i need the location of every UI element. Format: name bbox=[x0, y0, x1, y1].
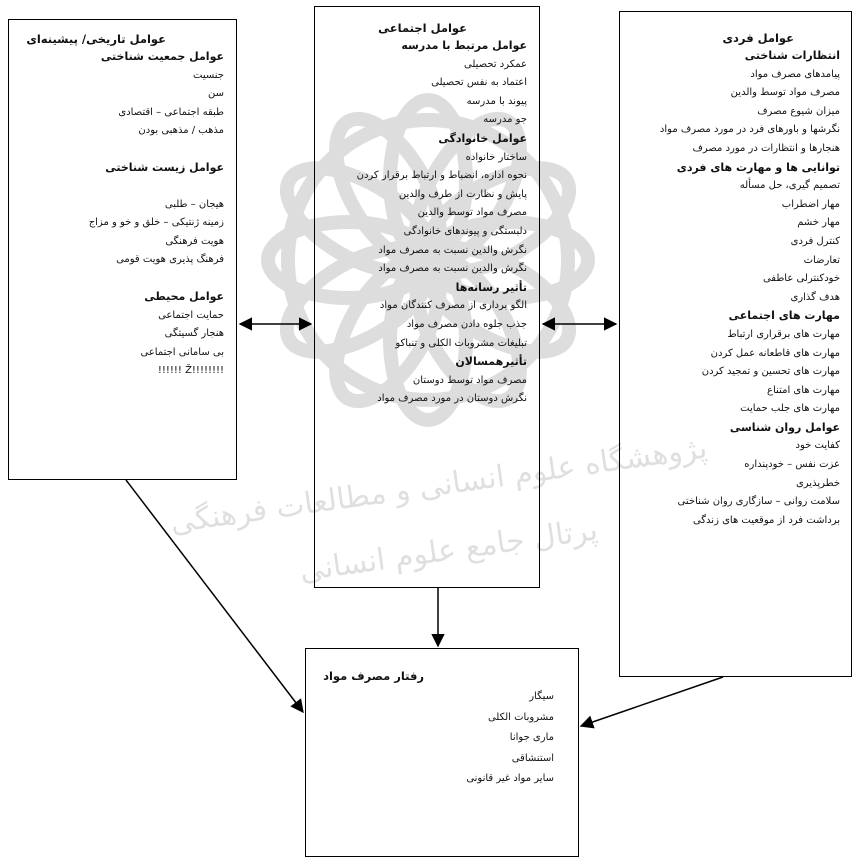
factor-item: خودکنترلی عاطفی bbox=[762, 273, 840, 285]
section-heading: تأثیر رسانه‌ها bbox=[455, 280, 527, 294]
factor-item: سلامت روانی – سازگاری روان شناختی bbox=[677, 496, 840, 508]
substance-use-behavior-title: رفتار مصرف مواد bbox=[323, 669, 424, 683]
factor-item: اعتماد به نفس تحصیلی bbox=[431, 77, 527, 89]
factor-item: مهارت های قاطعانه عمل کردن bbox=[710, 347, 840, 359]
substance-use-behavior-box: رفتار مصرف مواد سیگار مشروبات الکلی ماری… bbox=[305, 648, 579, 857]
factor-item: تبلیغات مشروبات الکلی و تنباکو bbox=[395, 337, 527, 349]
factor-item: نگرشها و باورهای فرد در مورد مصرف مواد bbox=[659, 124, 840, 136]
factor-item: دلبستگی و پیوندهای خانوادگی bbox=[403, 225, 527, 237]
factor-item: هدف گذاری bbox=[790, 291, 840, 303]
factor-item: سن bbox=[208, 88, 224, 100]
substance-item: سیگار bbox=[529, 691, 554, 702]
factor-item: تصمیم گیری، حل مسأله bbox=[739, 180, 840, 192]
individual-factors-box: عوامل فردی انتظارات شناختی پیامدهای مصرف… bbox=[619, 11, 852, 677]
social-factors-box: عوامل اجتماعی عوامل مرتبط با مدرسه عمکرد… bbox=[314, 6, 540, 588]
factor-item: مهارت های برقراری ارتباط bbox=[727, 328, 840, 340]
factor-item: مصرف مواد توسط والدین bbox=[417, 207, 527, 219]
factor-item: تعارضات bbox=[803, 254, 840, 266]
factor-item: مهارت های امتناع bbox=[767, 384, 840, 396]
factor-item: میزان شیوع مصرف bbox=[757, 105, 840, 117]
factor-item: مصرف مواد توسط والدین bbox=[730, 87, 840, 99]
section-heading: تأثیرهمسالان bbox=[455, 355, 527, 369]
factor-item: کنترل فردی bbox=[790, 235, 840, 247]
factor-item: کفایت خود bbox=[795, 440, 840, 452]
section-social-skills: مهارت های اجتماعی مهارت های برقراری ارتب… bbox=[628, 307, 840, 419]
factor-item: نگرش والدین نسبت به مصرف مواد bbox=[378, 244, 527, 256]
factor-item: نگرش دوستان در مورد مصرف مواد bbox=[377, 393, 527, 405]
factor-item: جو مدرسه bbox=[483, 114, 527, 126]
section-media: تأثیر رسانه‌ها الگو برداری از مصرف کنندگ… bbox=[323, 279, 527, 353]
section-biological: عوامل زیست شناختی هیجان – طلبی زمینه ژنت… bbox=[17, 159, 224, 270]
factor-item: !!!!!!!!Ž !!!!!! bbox=[157, 365, 224, 377]
historical-factors-title: عوامل تاریخی/ پیشینه‌ای bbox=[26, 32, 166, 46]
factor-item: هنجار گسیتگی bbox=[164, 328, 224, 340]
section-demographic: عوامل جمعیت شناختی جنسیت سن طبقه اجتماعی… bbox=[17, 48, 224, 141]
factor-item: مهار اضطراب bbox=[781, 198, 840, 210]
factor-item: حمایت اجتماعی bbox=[158, 309, 224, 321]
factor-item: هیجان – طلبی bbox=[164, 198, 224, 210]
factor-item: مهارت های تحسین و تمجید کردن bbox=[701, 366, 840, 378]
section-psychological: عوامل روان شناسی کفایت خود عزت نفس – خود… bbox=[628, 419, 840, 531]
section-peers: تأثیرهمسالان مصرف مواد توسط دوستان نگرش … bbox=[323, 353, 527, 409]
arrow-individual-to-behavior bbox=[579, 676, 724, 729]
section-heading: انتظارات شناختی bbox=[744, 49, 840, 62]
section-heading: عوامل زیست شناختی bbox=[105, 160, 224, 174]
section-heading: عوامل روان شناسی bbox=[729, 420, 840, 434]
social-factors-title: عوامل اجتماعی bbox=[378, 21, 467, 35]
factor-item: الگو برداری از مصرف کنندگان مواد bbox=[379, 300, 527, 312]
arrow-historical-to-behavior bbox=[125, 479, 304, 714]
section-heading: مهارت های اجتماعی bbox=[728, 309, 840, 323]
factor-item: عزت نفس – خودپنداره bbox=[744, 459, 840, 471]
factor-item: هویت فرهنگی bbox=[165, 235, 224, 247]
factor-item: پایش و نظارت از طرف والدین bbox=[398, 188, 527, 200]
section-heading: عوامل خانوادگی bbox=[438, 131, 527, 145]
section-school: عوامل مرتبط با مدرسه عمکرد تحصیلی اعتماد… bbox=[323, 37, 527, 130]
substance-item: سایر مواد غیر قانونی bbox=[466, 773, 554, 785]
factor-item: جذب جلوه دادن مصرف مواد bbox=[406, 318, 527, 330]
section-environmental: عوامل محیطی حمایت اجتماعی هنجار گسیتگی ب… bbox=[17, 288, 224, 381]
factor-item: طبقه اجتماعی – اقتصادی bbox=[118, 106, 224, 118]
factor-item: مهار خشم bbox=[797, 217, 840, 229]
factor-item: مذهب / مذهبی بودن bbox=[138, 125, 224, 137]
section-cognitive-expectations: انتظارات شناختی پیامدهای مصرف مواد مصرف … bbox=[628, 47, 840, 159]
historical-factors-box: عوامل تاریخی/ پیشینه‌ای عوامل جمعیت شناخ… bbox=[8, 19, 237, 480]
factor-item: جنسیت bbox=[193, 69, 224, 81]
substance-item: ماری جوانا bbox=[509, 732, 554, 744]
factor-item: پیامدهای مصرف مواد bbox=[750, 68, 840, 80]
section-family: عوامل خانوادگی ساختار خانواده نحوه اداره… bbox=[323, 130, 527, 279]
factor-item: مصرف مواد توسط دوستان bbox=[412, 374, 527, 386]
section-heading: عوامل محیطی bbox=[144, 289, 224, 303]
factor-item: فرهنگ پذیری هویت قومی bbox=[116, 254, 224, 266]
factor-item: خطرپذیری bbox=[795, 477, 840, 489]
section-personal-skills: توانایی ها و مهارت های فردی تصمیم گیری، … bbox=[628, 159, 840, 308]
individual-factors-title: عوامل فردی bbox=[722, 31, 794, 45]
factor-item: عمکرد تحصیلی bbox=[464, 58, 527, 70]
factor-item: نحوه اداره، انضباط و ارتباط برقرار کردن bbox=[356, 170, 527, 182]
factor-item: هنجارها و انتظارات در مورد مصرف bbox=[692, 142, 840, 154]
factor-item: برداشت فرد از موقعیت های زندگی bbox=[692, 514, 840, 526]
substance-item: استنشاقی bbox=[511, 752, 554, 764]
substance-item: مشروبات الکلی bbox=[487, 711, 554, 723]
factor-item: پیوند با مدرسه bbox=[466, 95, 527, 107]
factor-item: ساختار خانواده bbox=[465, 151, 527, 163]
factor-item: نگرش والدین نسبت به مصرف مواد bbox=[378, 263, 527, 275]
factor-item: بی سامانی اجتماعی bbox=[140, 346, 224, 358]
section-heading: عوامل مرتبط با مدرسه bbox=[401, 39, 527, 52]
factor-item: مهارت های جلب حمایت bbox=[740, 403, 840, 415]
section-heading: توانایی ها و مهارت های فردی bbox=[676, 160, 840, 174]
factor-item: زمینه ژنتیکی – خلق و خو و مزاج bbox=[88, 217, 224, 229]
section-heading: عوامل جمعیت شناختی bbox=[100, 50, 224, 63]
